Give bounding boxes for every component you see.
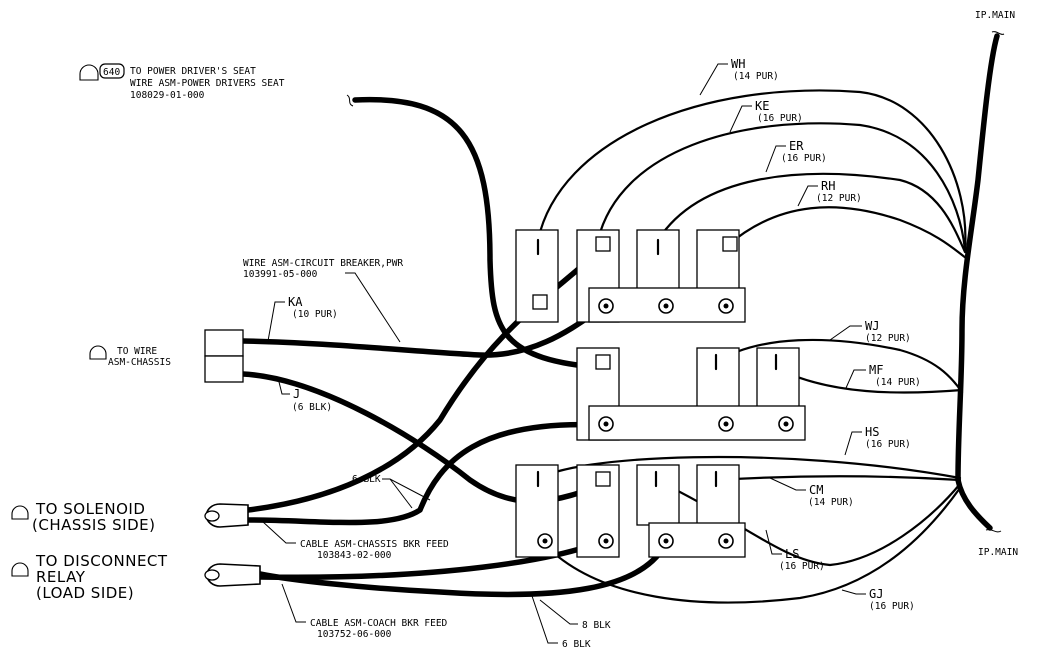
- wire-spec-hs: (16 PUR): [865, 439, 911, 450]
- wire-spec-ls: (16 PUR): [779, 561, 825, 572]
- breaker-11: [696, 464, 740, 526]
- seat-wire: [352, 96, 608, 371]
- ip-main-top-label: IP.MAIN: [975, 10, 1015, 21]
- wire-spec-j: (6 BLK): [292, 402, 332, 413]
- solenoid-line-2: (CHASSIS SIDE): [32, 516, 155, 534]
- chassis-connector: [204, 329, 244, 383]
- blk-8-label: 8 BLK: [582, 620, 611, 631]
- blk-6a-label: 6 BLK: [352, 474, 381, 485]
- triangle-icon: [11, 562, 29, 577]
- wire-spec-ke: (16 PUR): [757, 113, 803, 124]
- wire-code-rh: RH: [821, 179, 835, 193]
- seat-note-number: 640: [103, 67, 120, 78]
- solenoid-line-1: TO SOLENOID: [35, 500, 145, 518]
- disconnect-line-3: (LOAD SIDE): [36, 584, 134, 602]
- wire-spec-wh: (14 PUR): [733, 71, 779, 82]
- cable-coach-line-1: CABLE ASM-COACH BKR FEED: [310, 618, 448, 629]
- thin-wires: [536, 89, 968, 604]
- wire-code-ls: LS: [785, 547, 799, 561]
- breaker-wire-line-1: WIRE ASM-CIRCUIT BREAKER,PWR: [243, 258, 403, 269]
- triangle-icon: [11, 505, 29, 520]
- wj-wire: [714, 338, 964, 394]
- rh-wire: [725, 206, 968, 260]
- wire-spec-ka: (10 PUR): [292, 309, 338, 320]
- wire-code-cm: CM: [809, 483, 823, 497]
- seat-line-2: WIRE ASM-POWER DRIVERS SEAT: [130, 78, 285, 89]
- wire-spec-er: (16 PUR): [781, 153, 827, 164]
- wh-wire: [536, 89, 967, 252]
- breaker-block: [515, 229, 806, 558]
- wire-code-mf: MF: [869, 363, 883, 377]
- disconnect-line-1: TO DISCONNECT: [35, 552, 168, 570]
- triangle-icon: [79, 64, 99, 81]
- wire-spec-wj: (12 PUR): [865, 333, 911, 344]
- ka-wire: [240, 303, 608, 358]
- wire-code-wj: WJ: [865, 319, 879, 333]
- breaker-10: [636, 464, 680, 526]
- hs-wire: [536, 455, 962, 482]
- breaker-7: [756, 347, 800, 409]
- wire-code-er: ER: [789, 139, 804, 153]
- wire-code-hs: HS: [865, 425, 879, 439]
- wire-code-j: J: [293, 387, 300, 401]
- triangle-icon: [89, 345, 107, 360]
- wire-code-ka: KA: [288, 295, 303, 309]
- blk-lower-wire: [245, 421, 603, 526]
- breaker-3: [636, 229, 680, 291]
- seat-line-1: TO POWER DRIVER'S SEAT: [130, 66, 256, 77]
- breaker-6: [696, 347, 740, 409]
- ip-main-trunk: [955, 33, 1000, 531]
- ke-wire: [596, 122, 967, 252]
- cable-chassis-line-1: CABLE ASM-CHASSIS BKR FEED: [300, 539, 449, 550]
- chassis-line-2: ASM-CHASSIS: [108, 357, 171, 368]
- cable-coach-line-2: 103752-06-000: [317, 629, 392, 640]
- mid-bus-bar: [588, 405, 806, 441]
- cable-chassis-line-2: 103843-02-000: [317, 550, 392, 561]
- wire-code-gj: GJ: [869, 587, 883, 601]
- breaker-wire-line-2: 103991-05-000: [243, 269, 318, 280]
- coach-feed-wire-2: [257, 542, 668, 598]
- wire-spec-mf: (14 PUR): [875, 377, 921, 388]
- cm-wire: [714, 475, 962, 482]
- leader-lines: [261, 63, 866, 644]
- er-wire: [656, 172, 967, 254]
- blk-upper-wire: [245, 242, 608, 513]
- wire-spec-rh: (12 PUR): [816, 193, 862, 204]
- disconnect-line-2: RELAY: [36, 568, 86, 586]
- note-triangles: [11, 64, 107, 577]
- wire-spec-cm: (14 PUR): [808, 497, 854, 508]
- wire-spec-gj: (16 PUR): [869, 601, 915, 612]
- labels: IP.MAIN IP.MAIN 640 TO POWER DRIVER'S SE…: [32, 10, 1018, 650]
- note-badge: [99, 63, 125, 79]
- gj-wire: [543, 486, 962, 604]
- ring-terminals: [204, 503, 261, 587]
- wire-code-wh: WH: [731, 57, 745, 71]
- chassis-line-1: TO WIRE: [117, 346, 157, 357]
- seat-line-3: 108029-01-000: [130, 90, 205, 101]
- wire-code-ke: KE: [755, 99, 769, 113]
- blk-6b-label: 6 BLK: [562, 639, 591, 650]
- ip-main-bottom-label: IP.MAIN: [978, 547, 1018, 558]
